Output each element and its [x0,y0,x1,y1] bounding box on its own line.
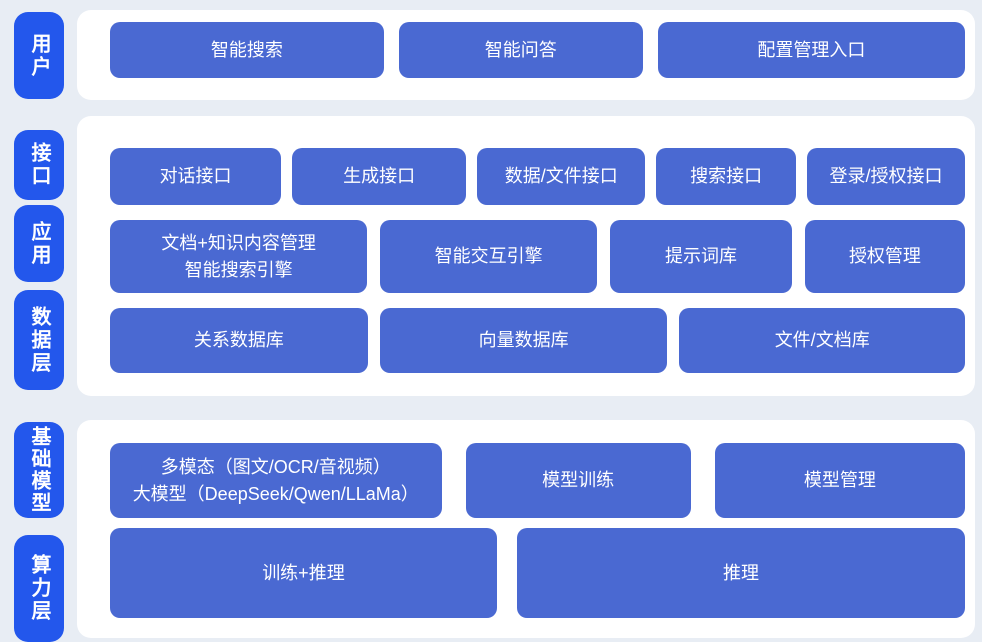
layer-label-foundation-model: 基础模型 [14,422,64,518]
block-login-auth-api: 登录/授权接口 [806,148,966,205]
row-user-entries: 智能搜索 智能问答 配置管理入口 [110,22,965,78]
block-multimodal-llm: 多模态（图文/OCR/音视频） 大模型（DeepSeek/Qwen/LLaMa） [110,443,442,518]
layer-label-application: 应用 [14,205,64,282]
panel-bottom-layers: 多模态（图文/OCR/音视频） 大模型（DeepSeek/Qwen/LLaMa）… [77,420,975,638]
block-dialog-api: 对话接口 [110,148,282,205]
block-data-file-api: 数据/文件接口 [477,148,646,205]
block-model-management: 模型管理 [714,443,965,518]
block-relational-db: 关系数据库 [110,308,368,373]
layer-label-compute: 算力层 [14,535,64,642]
block-doc-knowledge-search-engine: 文档+知识内容管理 智能搜索引擎 [110,220,368,293]
panel-user-layer: 智能搜索 智能问答 配置管理入口 [77,10,975,100]
block-config-management-entry: 配置管理入口 [657,22,965,78]
block-search-api: 搜索接口 [656,148,796,205]
block-intelligent-search: 智能搜索 [110,22,384,78]
block-inference: 推理 [516,528,965,618]
block-generation-api: 生成接口 [292,148,467,205]
row-foundation-models: 多模态（图文/OCR/音视频） 大模型（DeepSeek/Qwen/LLaMa）… [110,443,965,518]
block-interaction-engine: 智能交互引擎 [380,220,598,293]
panel-middle-layers: 对话接口 生成接口 数据/文件接口 搜索接口 登录/授权接口 文档+知识内容管理… [77,116,975,396]
layer-label-interface: 接口 [14,130,64,200]
row-data-stores: 关系数据库 向量数据库 文件/文档库 [110,308,965,373]
block-prompt-library: 提示词库 [610,220,792,293]
block-file-doc-store: 文件/文档库 [679,308,965,373]
block-authorization-management: 授权管理 [804,220,965,293]
block-intelligent-qa: 智能问答 [398,22,643,78]
row-interfaces: 对话接口 生成接口 数据/文件接口 搜索接口 登录/授权接口 [110,148,966,205]
layer-label-user: 用户 [14,12,64,99]
block-training-inference: 训练+推理 [110,528,497,618]
layer-label-data: 数据层 [14,290,64,390]
row-compute: 训练+推理 推理 [110,528,965,618]
block-model-training: 模型训练 [465,443,691,518]
row-applications: 文档+知识内容管理 智能搜索引擎 智能交互引擎 提示词库 授权管理 [110,220,965,293]
block-vector-db: 向量数据库 [379,308,668,373]
